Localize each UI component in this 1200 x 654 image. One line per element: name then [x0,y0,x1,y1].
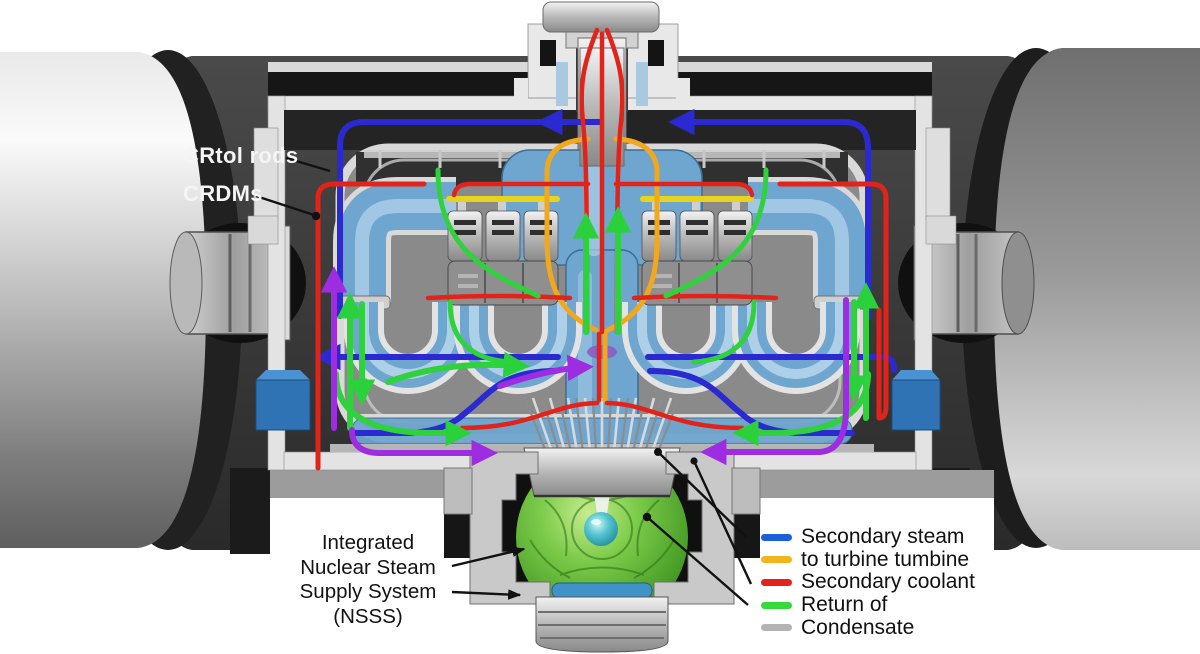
legend-label: Condensate [801,615,915,639]
flow-legend: Secondary steam to turbine tumbine Secon… [761,525,975,639]
condensate-return-lines [333,167,880,447]
nsss-label: Integrated Nuclear Steam Supply System (… [281,531,455,629]
steam-generator-elbows [333,177,871,310]
core-base-ring [551,582,653,599]
turbine-steam-lines [544,136,660,403]
nsss-label-line4: (NSSS) [333,604,403,628]
legend-swatch-red [761,578,792,586]
containment-right-cylinder [962,48,1200,550]
legend-swatch-yellow [761,556,792,564]
legend-label: Secondary coolant [801,570,975,594]
legend-label: to turbine tumbine [801,547,970,571]
nsss-label-line1: Integrated [321,531,415,554]
containment-left-cylinder [0,50,242,550]
crdms-label: CRDMs [183,181,263,206]
coolant-ball [584,512,618,546]
legend-row-to-turbine: to turbine tumbine [761,547,975,572]
legend-row-secondary-steam: Secondary steam [761,525,975,549]
legend-row-condensate: Condensate [761,616,975,639]
control-rods-label: CRtol rods [183,143,299,168]
nsss-label-line2: Nuclear Steam [300,555,436,579]
reactor-core-assembly [443,397,761,653]
legend-label: Secondary steam [801,525,965,549]
control-rod-crown [523,397,681,453]
annotation-leaders [255,156,753,606]
legend-swatch-green [761,601,792,609]
legend-row-secondary-coolant: Secondary coolant [761,570,975,594]
legend-label: Return of [801,593,888,617]
left-pump-nozzle [169,223,306,343]
legend-row-return-of: Return of [761,593,975,617]
legend-swatch-gray [761,624,792,632]
nsss-label-line3: Supply System [299,580,437,604]
recirculation-lines [320,266,849,467]
wall-mounted-valve-boxes [255,370,941,431]
legend-swatch-blue [761,533,792,541]
